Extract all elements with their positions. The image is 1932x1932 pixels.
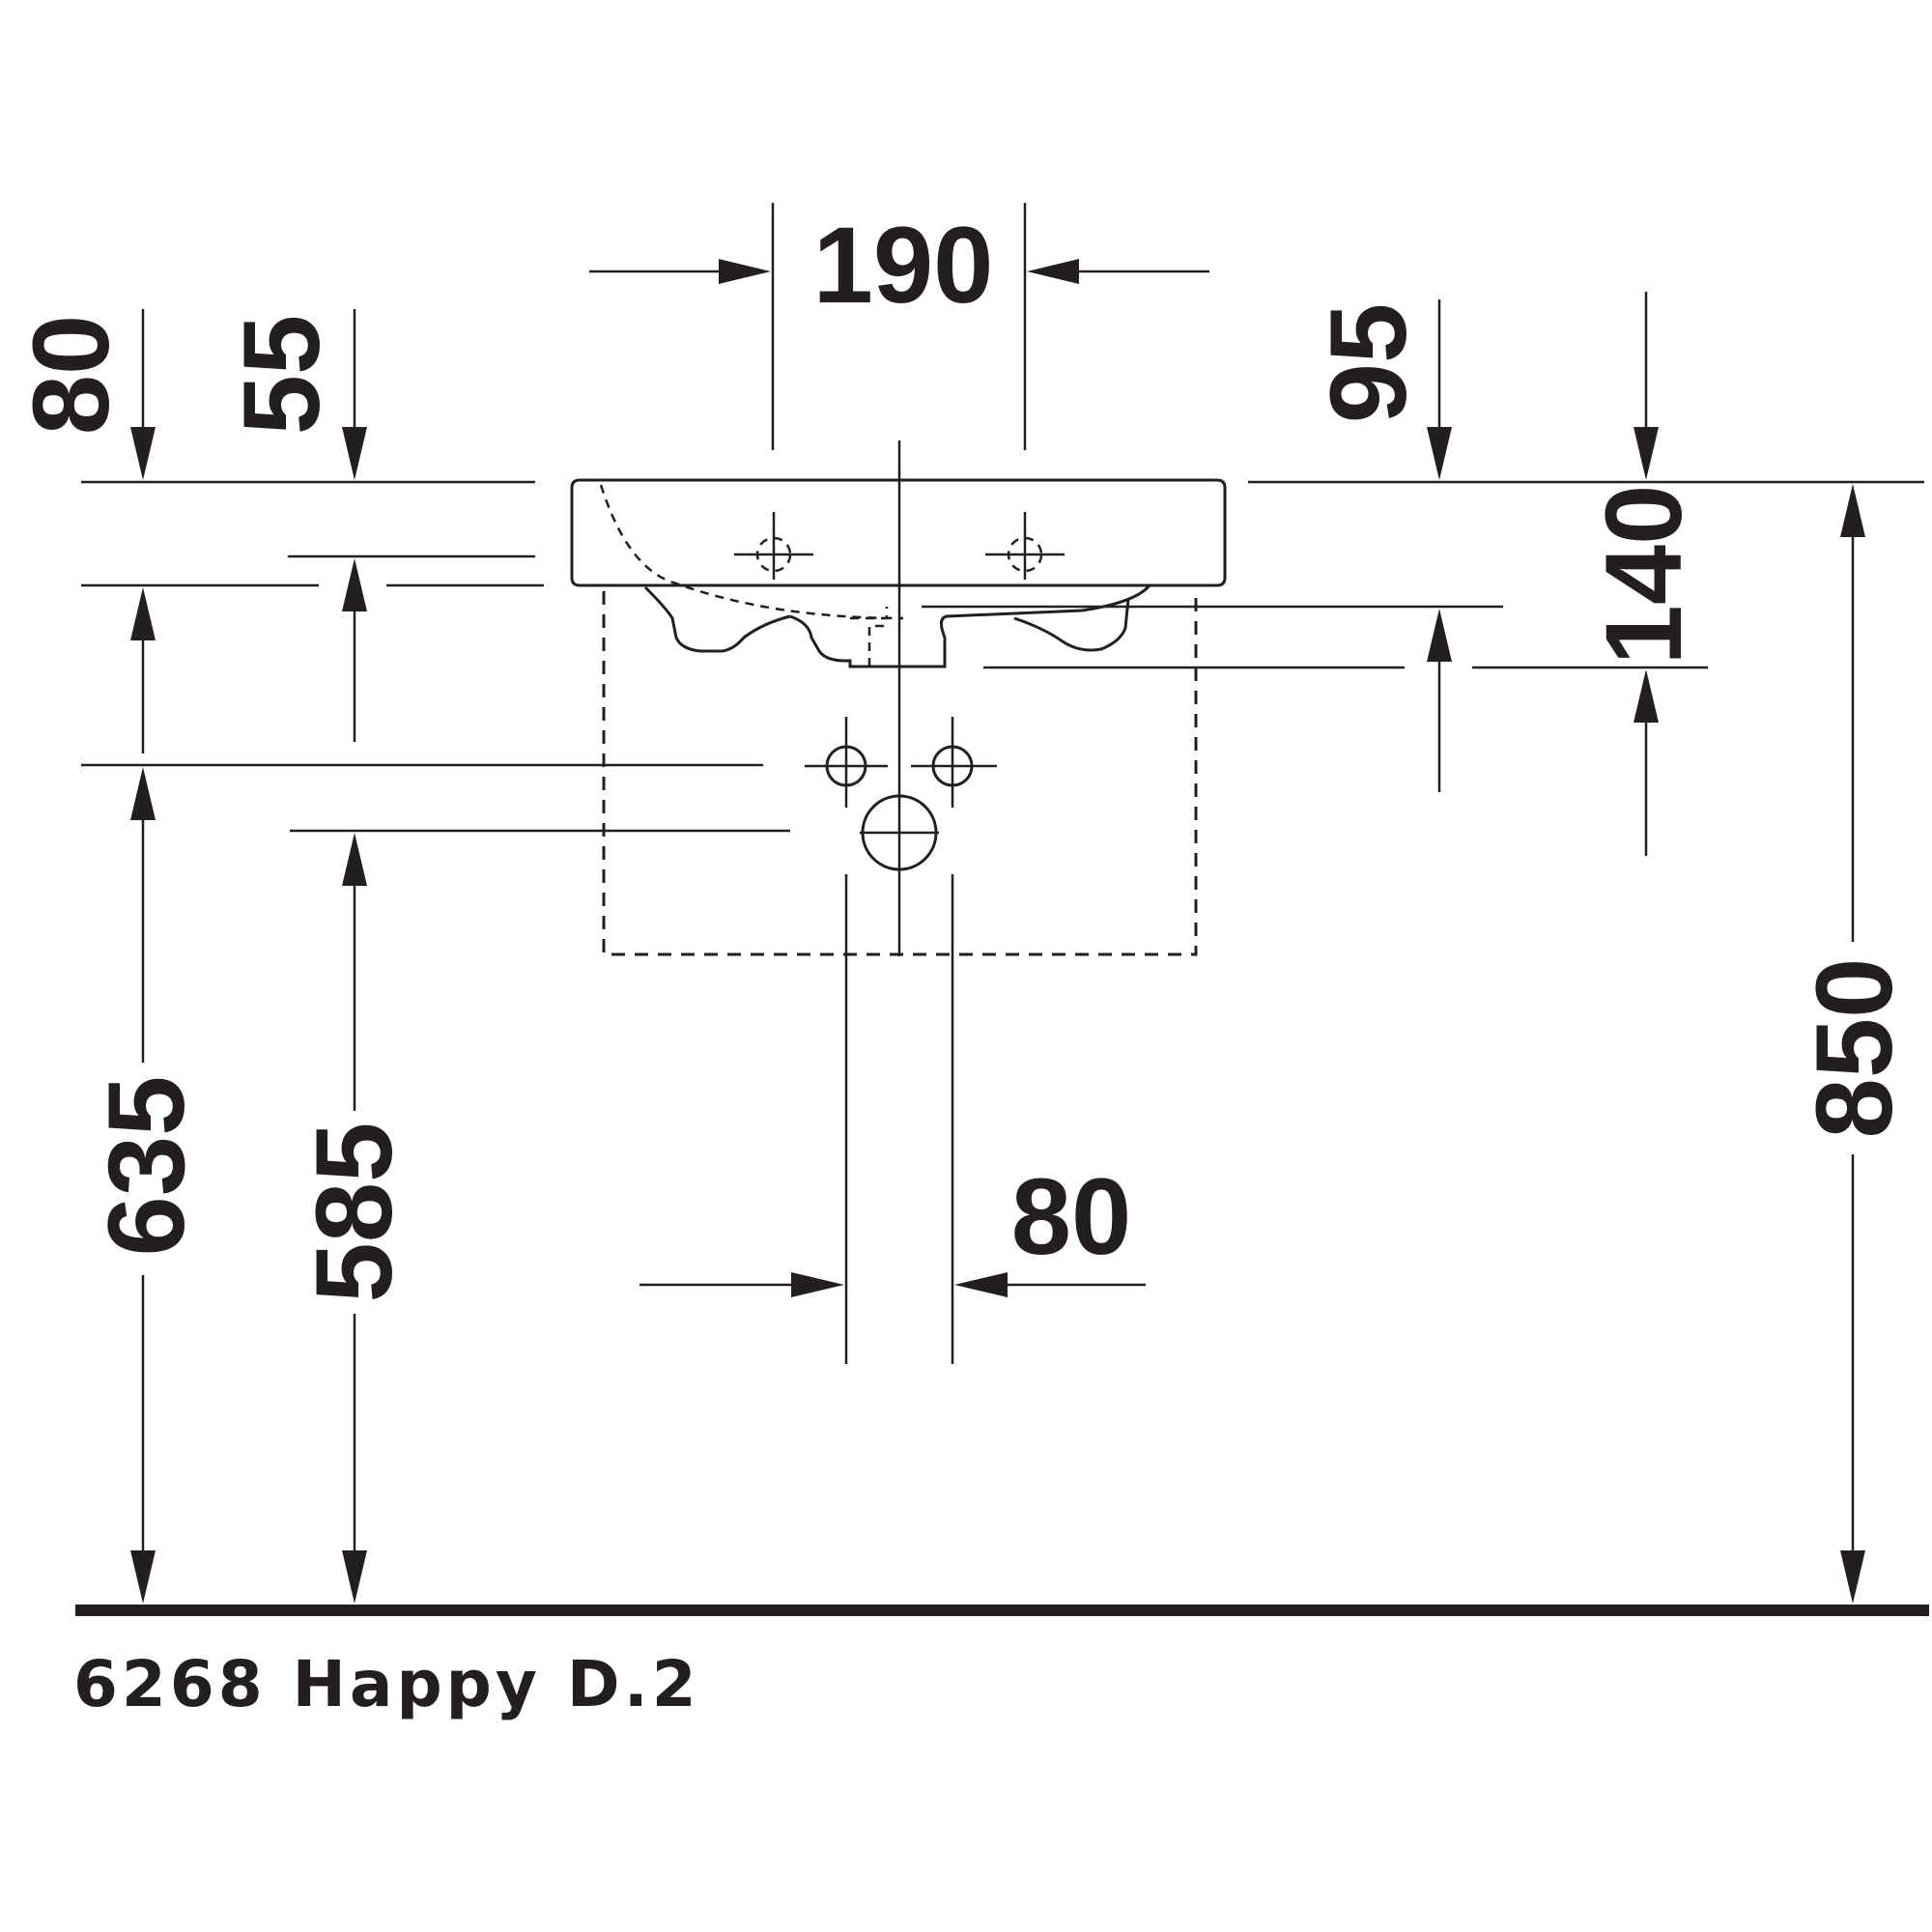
dim-label-190: 190 xyxy=(813,205,994,326)
dim-585: 585 xyxy=(294,833,414,1604)
tap-hole-left xyxy=(734,512,813,580)
dim-label-635: 635 xyxy=(86,1076,207,1257)
dim-190: 190 xyxy=(589,205,1209,326)
dim-label-55: 55 xyxy=(221,315,342,436)
dim-label-80-top: 80 xyxy=(11,315,131,436)
extension-lines xyxy=(81,480,1924,833)
dim-label-850: 850 xyxy=(1794,958,1915,1139)
dim-850: 850 xyxy=(1794,484,1915,1604)
dim-80-bottom: 80 xyxy=(639,1156,1146,1297)
tap-hole-right xyxy=(985,512,1065,580)
water-supply-right xyxy=(911,717,997,808)
waste-outlet xyxy=(860,794,939,871)
dim-label-80-bottom: 80 xyxy=(1011,1156,1132,1277)
dim-80-top: 80 xyxy=(11,309,156,480)
installation-zone xyxy=(602,591,1198,956)
dim-635: 635 xyxy=(86,587,207,1604)
dim-55: 55 xyxy=(221,309,367,742)
product-caption: 6268 Happy D.2 xyxy=(73,1647,700,1721)
dim-140: 140 xyxy=(1583,292,1704,856)
dim-label-140: 140 xyxy=(1583,485,1704,666)
dim-label-95: 95 xyxy=(1308,303,1429,424)
dim-label-585: 585 xyxy=(294,1122,414,1303)
dim-95: 95 xyxy=(1308,299,1452,792)
water-supply-left xyxy=(805,717,888,808)
